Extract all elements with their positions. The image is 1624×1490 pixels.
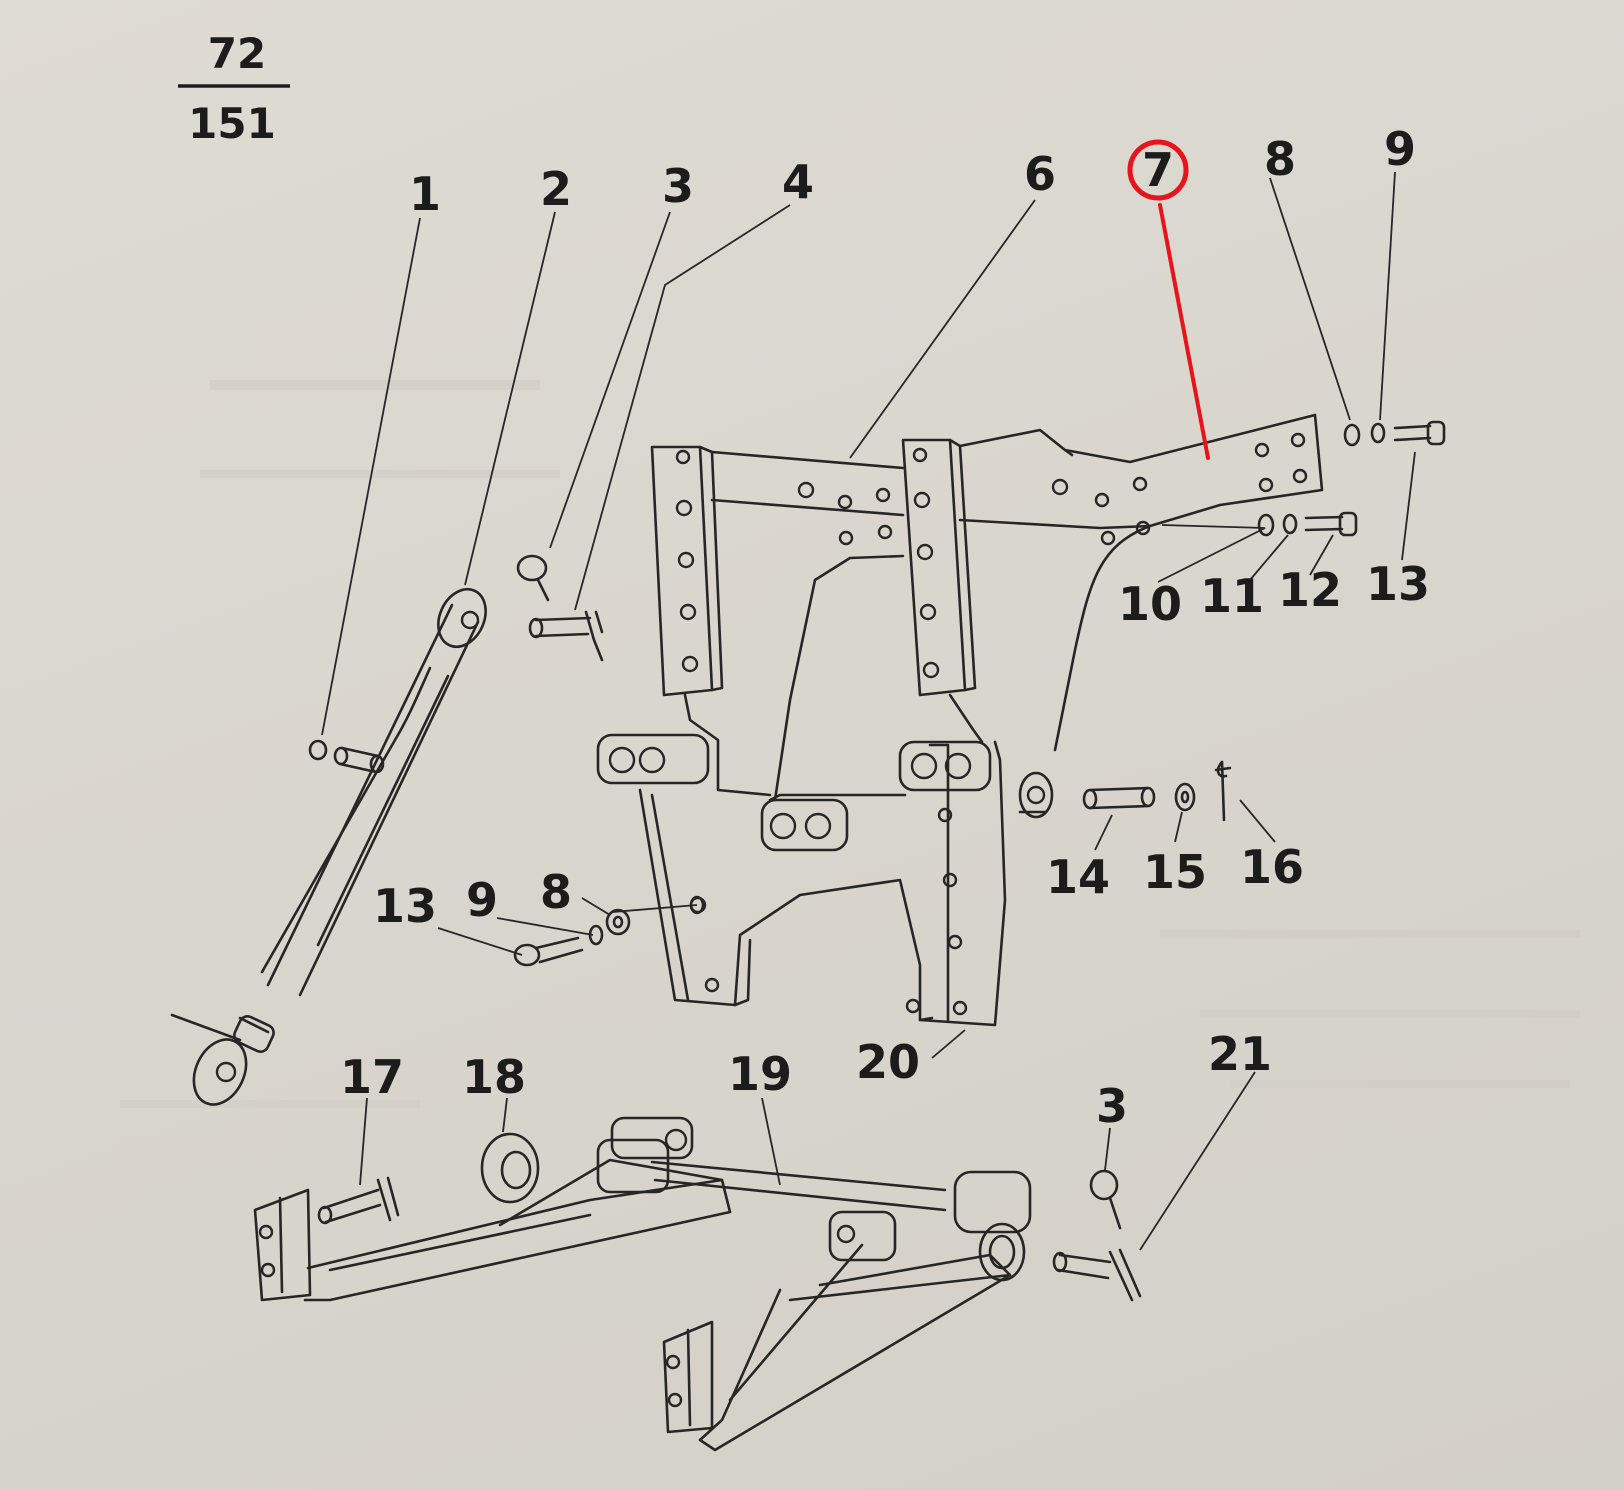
callout-6: 6 [1024, 147, 1056, 201]
part-pin-washer-splitpin [1082, 760, 1232, 822]
callout-3-lower: 3 [1096, 1079, 1128, 1133]
callout-labels: 1 2 3 4 6 7 8 9 10 11 12 13 13 9 8 14 15… [340, 122, 1430, 1133]
page-number-top: 72 [208, 29, 266, 78]
highlight-leader [1158, 203, 1210, 460]
page-number-bottom: 151 [188, 99, 276, 148]
part-small-pin [308, 739, 385, 774]
page-number: 72 151 [178, 29, 290, 148]
part-main-frame [596, 413, 1324, 852]
callout-17: 17 [340, 1050, 404, 1104]
callout-18: 18 [462, 1050, 526, 1104]
callout-21: 21 [1208, 1027, 1272, 1081]
callout-11: 11 [1200, 569, 1264, 623]
callout-15: 15 [1143, 845, 1207, 899]
callout-20: 20 [856, 1035, 920, 1089]
callout-9: 9 [1384, 122, 1416, 176]
callout-10: 10 [1118, 577, 1182, 631]
callout-4: 4 [782, 155, 814, 209]
part-top-bolt-set [1257, 420, 1446, 537]
part-lower-frame [638, 740, 1007, 1027]
callout-12: 12 [1278, 563, 1342, 617]
part-21-pin [1052, 1169, 1142, 1302]
callout-13-lower: 13 [373, 879, 437, 933]
part-18-bush [480, 1132, 540, 1204]
highlight-circle [1127, 139, 1189, 201]
callout-7: 7 [1142, 143, 1174, 197]
callout-1: 1 [409, 167, 441, 221]
callout-13: 13 [1366, 557, 1430, 611]
part-lower-link-frame [253, 1116, 1032, 1452]
callout-16: 16 [1240, 840, 1304, 894]
bleed-through-texture [120, 380, 1580, 1108]
leader-lines [321, 171, 1416, 1251]
part-lynch-pin [516, 554, 604, 662]
callout-8-lower: 8 [540, 865, 572, 919]
part-17-pin [317, 1176, 400, 1225]
part-top-link [170, 587, 487, 1106]
part-side-bolt-set [513, 895, 705, 967]
callout-9-lower: 9 [466, 873, 498, 927]
callout-14: 14 [1046, 850, 1110, 904]
callout-8: 8 [1264, 132, 1296, 186]
callout-3: 3 [662, 159, 694, 213]
callout-2: 2 [540, 162, 572, 216]
callout-19: 19 [728, 1047, 792, 1101]
highlight-callout-7 [1127, 139, 1210, 460]
